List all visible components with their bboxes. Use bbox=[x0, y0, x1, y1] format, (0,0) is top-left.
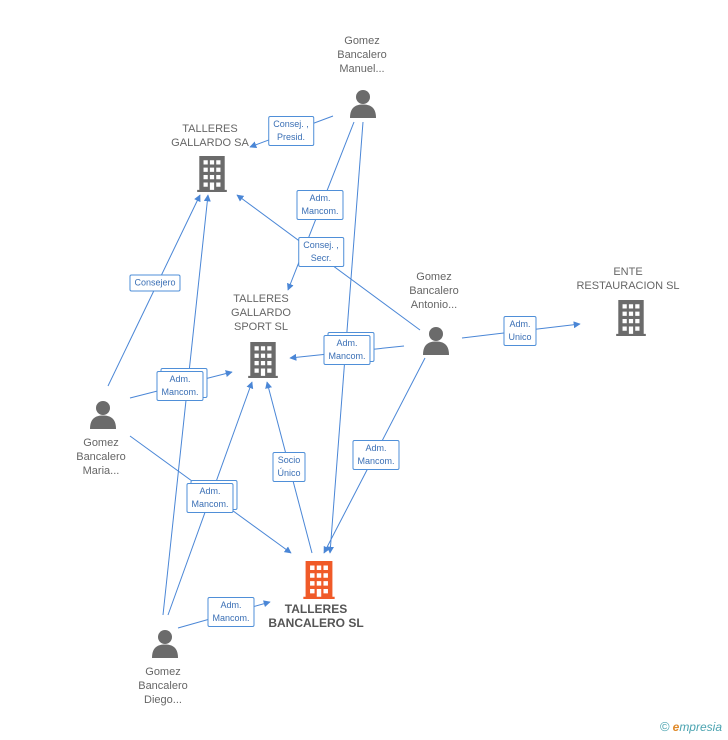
edge-label-line: Adm. bbox=[220, 600, 242, 610]
node-label-line: Bancalero bbox=[138, 680, 188, 692]
edge-label-adm-mancom-diego-sport[interactable]: Adm. Mancom. bbox=[186, 483, 234, 513]
edge-label-adm-mancom-manuel[interactable]: Adm. Mancom. bbox=[296, 190, 344, 220]
edge-label-line: Adm. bbox=[309, 193, 331, 203]
edge-label-consejero[interactable]: Consejero bbox=[129, 274, 181, 292]
person-icon-gomez-manuel[interactable] bbox=[350, 90, 376, 118]
node-label-line: Manuel... bbox=[339, 63, 385, 75]
edge-label-line: Adm. bbox=[199, 486, 221, 496]
node-label-line: TALLERES bbox=[233, 293, 289, 305]
node-label-gomez-maria[interactable]: Gomez Bancalero Maria... bbox=[76, 436, 126, 478]
node-label-line: Gomez bbox=[83, 437, 119, 449]
node-label-line: Bancalero bbox=[409, 285, 459, 297]
node-label-line: BANCALERO SL bbox=[268, 616, 364, 630]
node-label-line: GALLARDO SA bbox=[171, 137, 249, 149]
node-label-gomez-diego[interactable]: Gomez Bancalero Diego... bbox=[138, 665, 188, 707]
edge-label-adm-mancom-maria-sport[interactable]: Adm. Mancom. bbox=[156, 371, 204, 401]
node-label-line: Gomez bbox=[416, 271, 452, 283]
node-label-line: Diego... bbox=[144, 694, 182, 706]
building-icon-talleres-gallardo-sport[interactable] bbox=[248, 342, 278, 378]
edge-label-line: Consej. , bbox=[273, 119, 309, 129]
node-label-line: Maria... bbox=[82, 465, 120, 477]
person-icon-gomez-diego[interactable] bbox=[152, 630, 178, 658]
person-icon-gomez-antonio[interactable] bbox=[423, 327, 449, 355]
node-label-line: Bancalero bbox=[76, 451, 126, 463]
edge-label-line: Consejero bbox=[134, 277, 176, 288]
edge-label-line: Unico bbox=[508, 332, 532, 342]
node-label-line: GALLARDO bbox=[231, 307, 291, 319]
node-label-line: RESTAURACION SL bbox=[576, 280, 680, 292]
edge-label-line: Mancom. bbox=[357, 456, 395, 466]
node-label-gomez-manuel[interactable]: Gomez Bancalero Manuel... bbox=[337, 34, 387, 76]
node-label-line: Bancalero bbox=[337, 49, 387, 61]
node-label-line: TALLERES bbox=[284, 602, 348, 616]
edge-label-line: Adm. bbox=[509, 319, 531, 329]
person-icon-gomez-maria[interactable] bbox=[90, 401, 116, 429]
edge-label-line: Socio bbox=[277, 455, 301, 465]
edge-label-adm-mancom-antonio-sport[interactable]: Adm. Mancom. bbox=[323, 335, 371, 365]
edge-label-adm-mancom-diego-bancalero[interactable]: Adm. Mancom. bbox=[207, 597, 255, 627]
node-label-line: Gomez bbox=[344, 35, 380, 47]
node-label-talleres-gallardo-sa[interactable]: TALLERES GALLARDO SA bbox=[171, 122, 249, 150]
edge-label-consej-secr[interactable]: Consej. , Secr. bbox=[298, 237, 344, 267]
node-label-gomez-antonio[interactable]: Gomez Bancalero Antonio... bbox=[409, 270, 459, 312]
brand-logo-initial: e bbox=[672, 720, 680, 734]
edge-label-line: Mancom. bbox=[328, 351, 366, 361]
node-label-talleres-gallardo-sport[interactable]: TALLERES GALLARDO SPORT SL bbox=[231, 292, 291, 334]
edge-label-line: Mancom. bbox=[301, 206, 339, 216]
edge-label-line: Presid. bbox=[276, 132, 305, 142]
edge-label-line: Adm. bbox=[365, 443, 387, 453]
edge-label-adm-unico[interactable]: Adm. Unico bbox=[503, 316, 537, 346]
edge-label-line: Mancom. bbox=[191, 499, 229, 509]
brand-logo-text: mpresia bbox=[679, 720, 722, 734]
node-label-line: Antonio... bbox=[410, 299, 458, 311]
edge-label-line: Adm. bbox=[169, 374, 191, 384]
edge-label-consej-presid[interactable]: Consej. , Presid. bbox=[268, 116, 314, 146]
edge-line-diego-gallardo-sa bbox=[162, 194, 211, 616]
footer-brand: ©empresia bbox=[660, 719, 722, 734]
node-label-ente-restauracion[interactable]: ENTE RESTAURACION SL bbox=[576, 265, 679, 293]
edge-label-line: Mancom. bbox=[161, 387, 199, 397]
building-icon-talleres-gallardo-sa[interactable] bbox=[197, 156, 227, 192]
edge-label-line: Consej. , bbox=[303, 240, 339, 250]
node-label-line: Gomez bbox=[145, 666, 181, 678]
edge-label-socio-unico[interactable]: Socio Único bbox=[272, 452, 306, 482]
building-icon-ente-restauracion[interactable] bbox=[616, 300, 646, 336]
node-label-line: SPORT SL bbox=[233, 321, 289, 333]
edge-label-line: Adm. bbox=[336, 338, 358, 348]
node-label-talleres-bancalero[interactable]: TALLERES BANCALERO SL bbox=[268, 602, 363, 630]
building-icon-talleres-bancalero[interactable] bbox=[303, 561, 335, 599]
edge-label-adm-mancom-antonio-bancalero[interactable]: Adm. Mancom. bbox=[352, 440, 400, 470]
edge-label-line: Secr. bbox=[310, 253, 332, 263]
edge-label-line: Único bbox=[277, 468, 301, 478]
node-label-line: ENTE bbox=[613, 266, 643, 278]
node-label-line: TALLERES bbox=[182, 123, 238, 135]
copyright-icon: © bbox=[660, 719, 670, 734]
edge-label-line: Mancom. bbox=[212, 613, 250, 623]
